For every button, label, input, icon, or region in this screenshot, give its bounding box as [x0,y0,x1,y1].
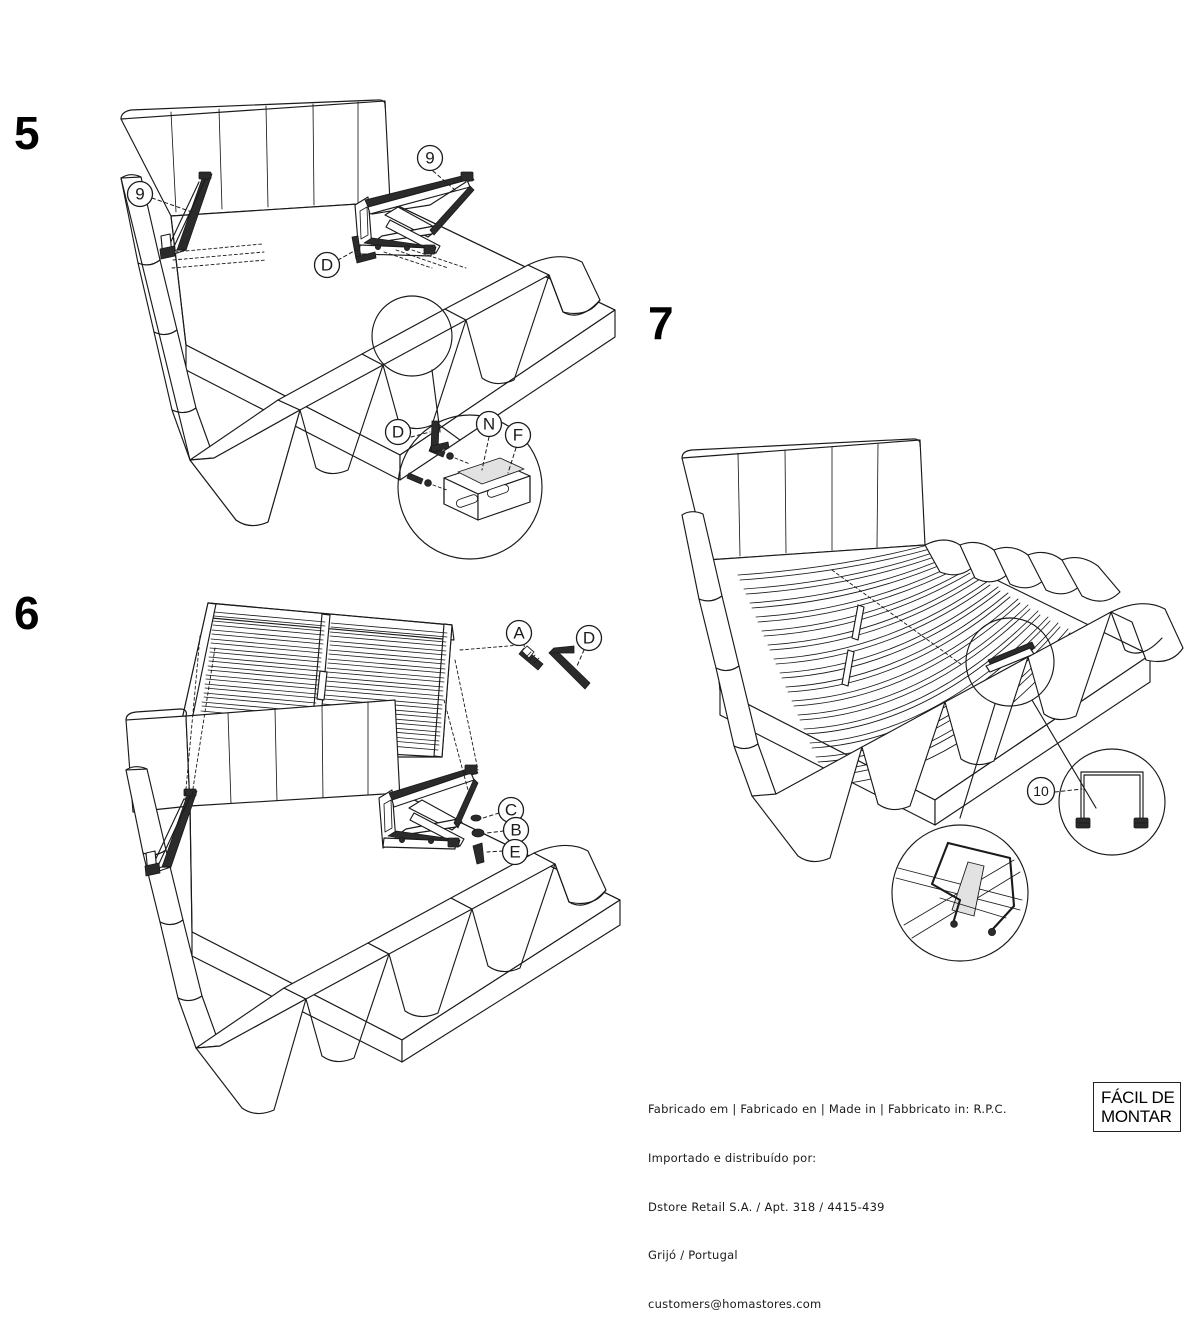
assembly-guide-line [443,699,469,791]
step-number-7: 7 [648,297,674,349]
allen-key-icon-step6 [548,645,591,690]
step-5-illustration: 9 9 D [120,99,616,560]
assembly-guide-line [172,251,265,261]
callout-F-detail: F [504,421,532,474]
step-number-5: 5 [14,107,40,159]
footer-line-made-in: Fabricado em | Fabricado en | Made in | … [648,1102,1007,1117]
easy-assembly-badge: FÁCIL DE MONTAR [1093,1082,1181,1132]
footer-line-city: Grijó / Portugal [648,1248,738,1263]
callout-label: F [513,426,523,445]
gas-lift-strut-left-step6 [144,788,198,877]
manufacturer-info: Fabricado em | Fabricado en | Made in | … [648,1069,1007,1328]
callout-label: N [483,415,495,434]
callout-D-detail: D [384,418,431,446]
detail-zoom-marker [371,295,453,377]
side-cushions-step7 [681,511,1184,863]
assembly-guide-line [383,251,433,269]
footer-line-importer: Importado e distribuído por: [648,1151,817,1166]
callout-label: 9 [135,185,144,204]
step-7-illustration: 10 [681,438,1184,962]
screw-icon [518,645,544,671]
detail-circle-part10 [1058,748,1166,856]
footer-line-email: customers@homastores.com [648,1296,822,1311]
callout-label: C [505,801,517,820]
assembly-guide-line [395,249,449,269]
assembly-guide-line [454,659,479,771]
step-number-6: 6 [14,587,40,639]
callout-label: 9 [425,149,434,168]
callout-label: A [513,624,525,643]
assembly-guide-line [191,647,216,796]
footer-line-address: Dstore Retail S.A. / Apt. 318 / 4415-439 [648,1199,885,1214]
gas-lift-strut-right-step6 [378,764,479,850]
callout-label: D [583,629,595,648]
callout-label: D [392,423,404,442]
callout-10-step7: 10 [1026,776,1083,806]
assembly-guide-line [184,635,201,801]
callout-9-right: 9 [416,144,456,191]
detail-circle-step5 [397,414,543,560]
detail-allen-key [430,420,461,453]
callout-A-step6: A [505,619,533,649]
callout-9-left: 9 [126,180,193,213]
detail-bracket-assembly [443,457,531,521]
detail-circle-handle-mounted [891,824,1029,962]
gas-lift-strut-left [159,171,213,260]
badge-line-1: FÁCIL DE [1101,1088,1175,1107]
callout-label: E [509,843,520,862]
assembly-guide-line [171,259,267,269]
headboard-step7 [681,438,926,561]
assembly-guide-line [459,644,521,651]
step-6-illustration: A D C B E [125,602,621,1115]
callout-D-step5: D [313,249,357,279]
callout-label: B [510,821,521,840]
front-rail-cushions-step6 [195,844,607,1115]
callout-B-step6: B [485,816,530,844]
assembly-guide-line [174,243,263,253]
callout-label: 10 [1033,783,1049,799]
assembly-instruction-sheet: .ln { fill:none; stroke:#1a1a1a; stroke-… [120,99,1184,1115]
hardware-icons-step6 [470,814,485,865]
callout-label: D [321,256,333,275]
assembly-guide-line [411,249,467,269]
headboard [120,99,391,217]
badge-line-2: MONTAR [1101,1107,1172,1126]
callout-E-step6: E [486,838,529,866]
allen-key-icon [351,235,377,264]
callout-D-step6: D [575,624,603,667]
detail-zoom-marker-step7 [965,617,1055,707]
callout-N-detail: N [475,410,503,471]
callout-C-step6: C [482,796,525,824]
